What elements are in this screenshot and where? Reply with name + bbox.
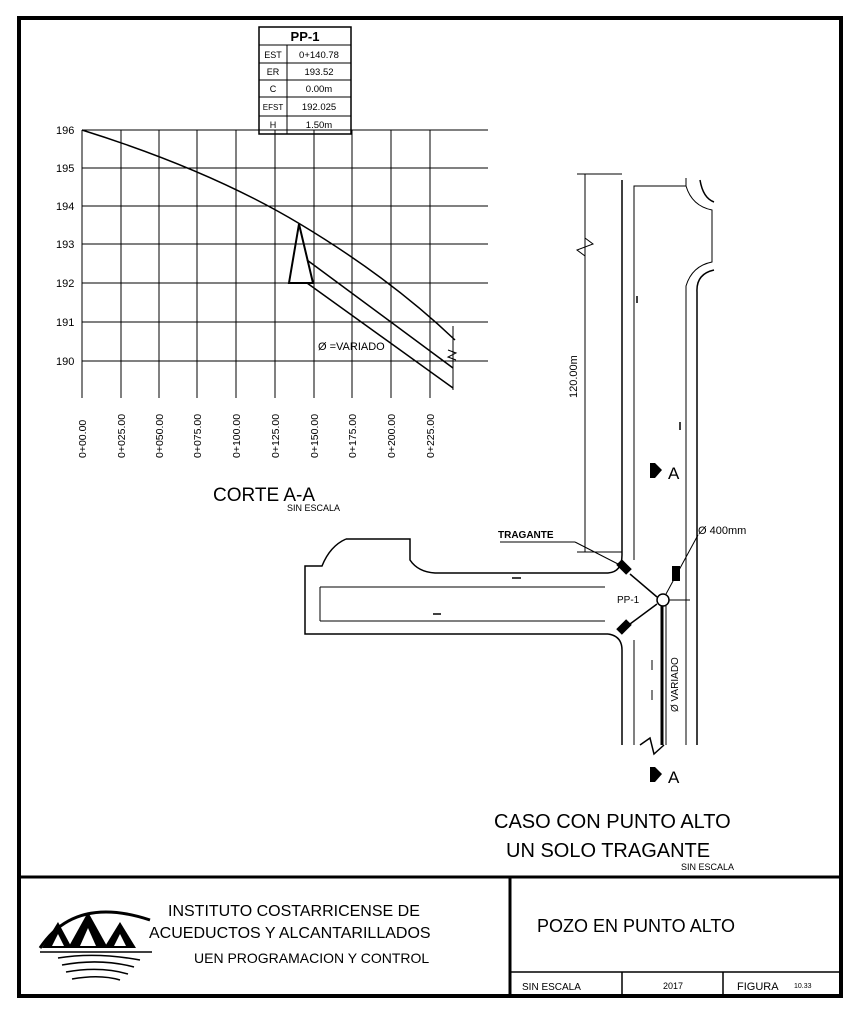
elevation-label: 190 bbox=[56, 356, 74, 368]
section-arrow-bottom bbox=[655, 767, 662, 782]
pipe-invert-line bbox=[306, 282, 454, 389]
elevation-label: 194 bbox=[56, 201, 74, 213]
profile-break-symbol bbox=[446, 349, 458, 361]
station-label: 0+100.00 bbox=[231, 414, 243, 458]
elevation-label: 195 bbox=[56, 163, 74, 175]
length-label: 120.00m bbox=[568, 355, 580, 398]
station-label: 0+050.00 bbox=[154, 414, 166, 458]
inlet-upper bbox=[616, 559, 632, 575]
station-label: 0+150.00 bbox=[309, 414, 321, 458]
table-title: PP-1 bbox=[291, 29, 320, 44]
profile-title: CORTE A-A bbox=[213, 485, 315, 506]
table-label-efst: EFST bbox=[263, 103, 284, 112]
profile-grid bbox=[81, 129, 488, 398]
section-mark-bottom: A bbox=[668, 768, 680, 787]
road-west-edge-north bbox=[607, 180, 623, 574]
elevation-label: 192 bbox=[56, 278, 74, 290]
section-arrow-top bbox=[655, 463, 662, 478]
table-label-c: C bbox=[270, 84, 277, 94]
profile-scale: SIN ESCALA bbox=[287, 503, 340, 513]
plan-title-line1: CASO CON PUNTO ALTO bbox=[494, 811, 731, 833]
sheet-border bbox=[17, 16, 843, 998]
ground-line bbox=[81, 129, 456, 341]
elevation-label: 191 bbox=[56, 317, 74, 329]
pipe-400-label: Ø 400mm bbox=[698, 525, 746, 537]
well-detail-mark bbox=[672, 566, 680, 581]
table-label-er: ER bbox=[267, 67, 280, 77]
road-inner bbox=[633, 185, 713, 745]
station-label: 0+075.00 bbox=[192, 414, 204, 458]
elevation-labels: 196 195 194 193 192 191 190 bbox=[56, 125, 74, 368]
well-pp1 bbox=[656, 593, 670, 607]
station-labels: 0+00.00 0+025.00 0+050.00 0+075.00 0+100… bbox=[77, 414, 437, 458]
street-lower-edge bbox=[304, 538, 608, 635]
station-label: 0+125.00 bbox=[270, 414, 282, 458]
section-mark-top: A bbox=[668, 464, 680, 483]
elevation-label: 193 bbox=[56, 239, 74, 251]
figure-number: 10.33 bbox=[794, 983, 812, 990]
table-label-h: H bbox=[270, 120, 277, 130]
inlet-lower bbox=[616, 619, 632, 635]
station-label: 0+225.00 bbox=[425, 414, 437, 458]
tragante-label: TRAGANTE bbox=[498, 530, 554, 541]
table-value-est: 0+140.78 bbox=[299, 50, 339, 61]
station-label: 0+025.00 bbox=[116, 414, 128, 458]
year-cell: 2017 bbox=[663, 981, 683, 991]
org-line3: UEN PROGRAMACION Y CONTROL bbox=[194, 950, 429, 966]
station-label: 0+175.00 bbox=[347, 414, 359, 458]
figure-label: FIGURA bbox=[737, 981, 779, 993]
scale-cell: SIN ESCALA bbox=[522, 982, 581, 993]
street-upper-edge bbox=[346, 538, 608, 574]
sheet-title: POZO EN PUNTO ALTO bbox=[537, 916, 735, 936]
aya-logo bbox=[38, 910, 152, 981]
station-label: 0+200.00 bbox=[386, 414, 398, 458]
pipe-crown-line bbox=[306, 259, 454, 369]
table-value-er: 193.52 bbox=[304, 67, 333, 78]
table-label-est: EST bbox=[264, 50, 282, 60]
title-block: INSTITUTO COSTARRICENSE DE ACUEDUCTOS Y … bbox=[19, 875, 841, 996]
pp1-table: PP-1 EST 0+140.78 ER 193.52 C 0.00m EFST… bbox=[258, 26, 352, 135]
road-east-edge bbox=[696, 269, 715, 745]
org-line1: INSTITUTO COSTARRICENSE DE bbox=[168, 903, 420, 920]
manhole-symbol bbox=[287, 223, 315, 284]
plan-scale: SIN ESCALA bbox=[681, 862, 734, 872]
elevation-label: 196 bbox=[56, 125, 74, 137]
table-value-c: 0.00m bbox=[306, 84, 332, 95]
org-line2: ACUEDUCTOS Y ALCANTARILLADOS bbox=[149, 925, 431, 942]
table-value-efst: 192.025 bbox=[302, 102, 336, 113]
pipe-diameter-label: Ø =VARIADO bbox=[318, 341, 385, 353]
station-label: 0+00.00 bbox=[77, 420, 89, 458]
variable-pipe-label: Ø VARIADO bbox=[670, 657, 681, 712]
table-value-h: 1.50m bbox=[306, 120, 332, 131]
plan-view: 120.00m TRAGANTE PP-1 Ø 400mm Ø VARIADO … bbox=[304, 173, 746, 787]
plan-title-line2: UN SOLO TRAGANTE bbox=[506, 840, 710, 862]
road-west-edge-south bbox=[607, 633, 623, 745]
well-label: PP-1 bbox=[617, 595, 640, 606]
